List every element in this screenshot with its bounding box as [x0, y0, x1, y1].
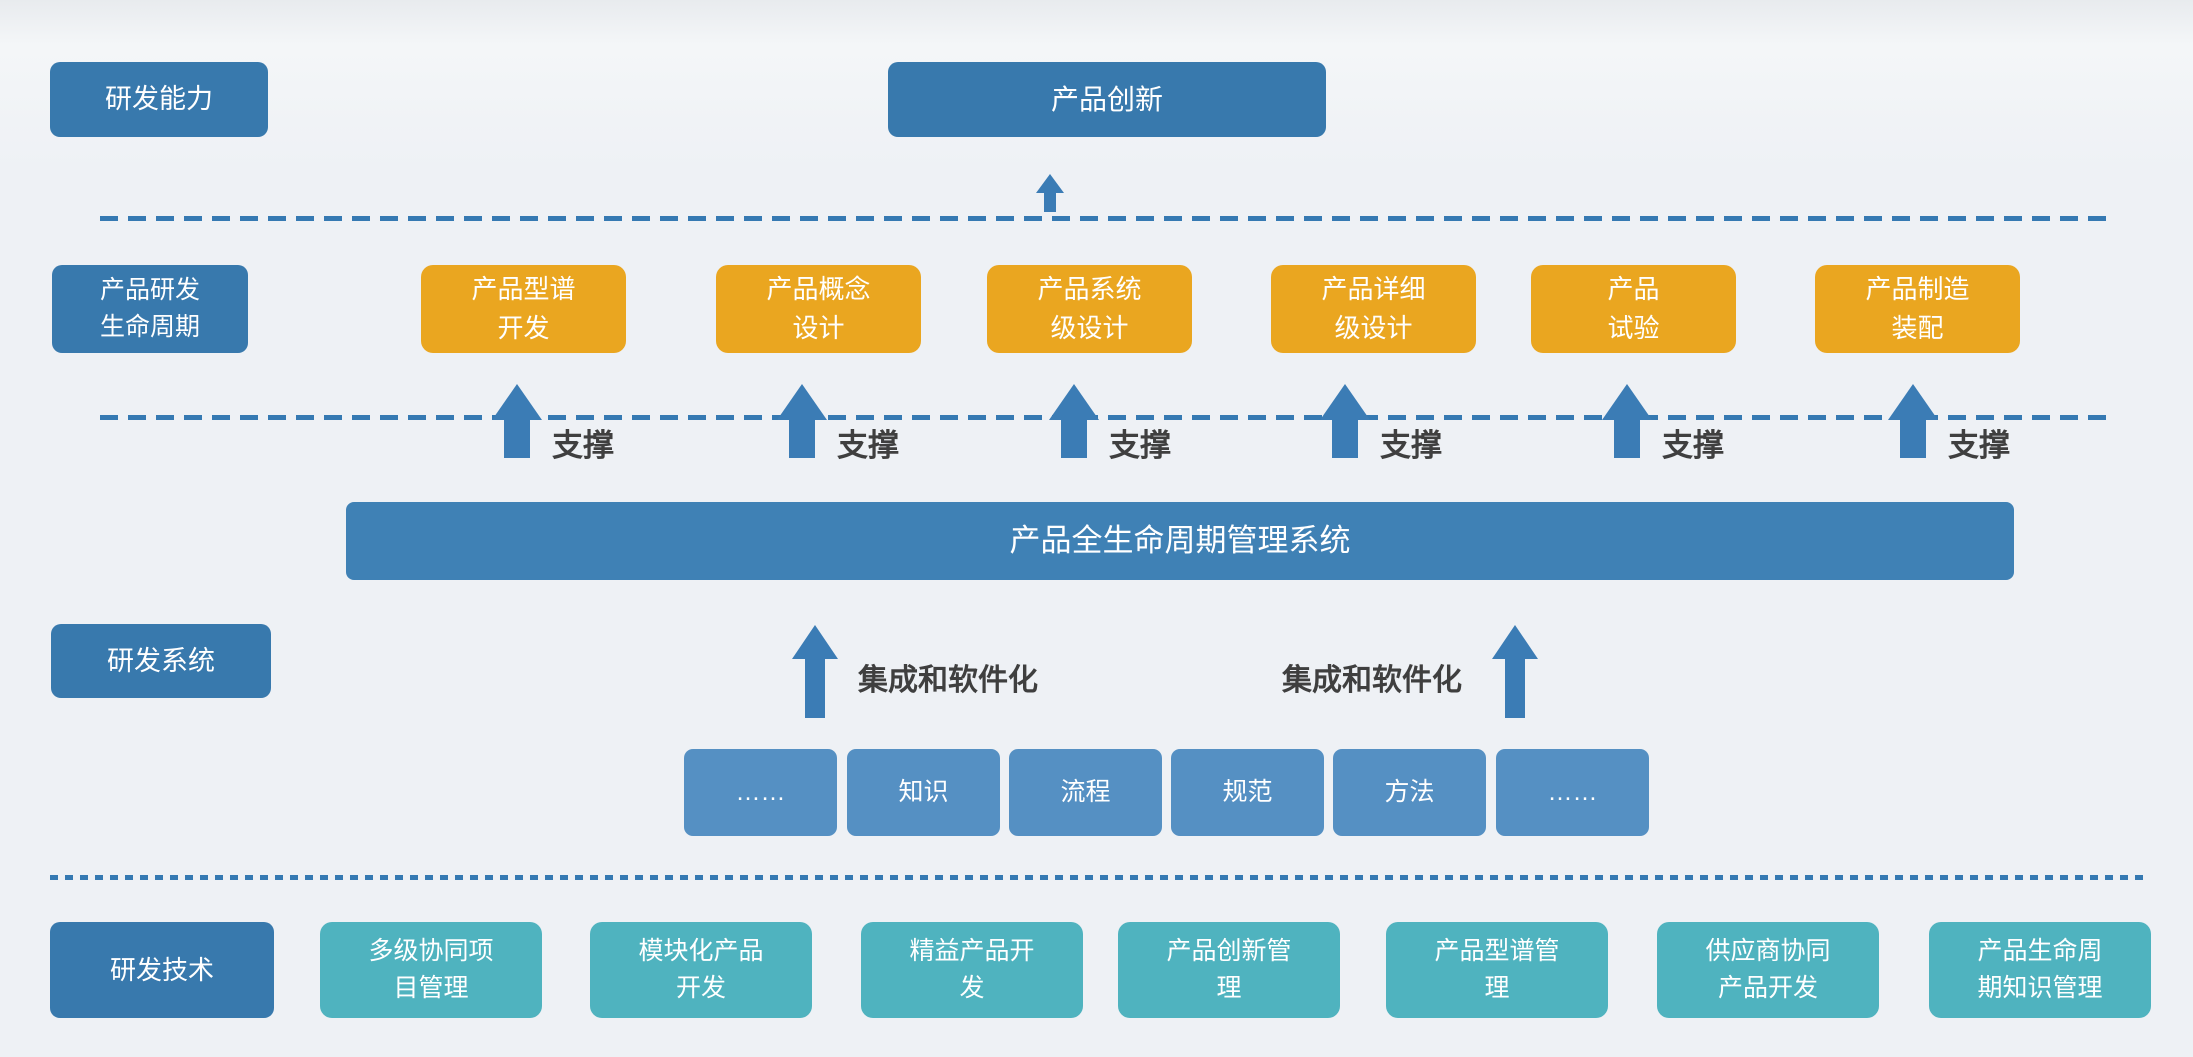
technology-side-label: 研发技术: [50, 922, 274, 1018]
arrow-shaft: [504, 420, 530, 458]
divider-dotted-bottom: [50, 875, 2148, 880]
arrow-shaft: [1505, 659, 1525, 718]
stage-box-spectrum-development: 产品型谱 开发: [421, 265, 626, 353]
arrow-head: [1888, 384, 1938, 420]
arrow-shaft: [1044, 193, 1056, 212]
integration-label: 集成和软件化: [1282, 664, 1462, 697]
stage-box-detail-design: 产品详细 级设计: [1271, 265, 1476, 353]
system-side-label: 研发系统: [51, 624, 271, 698]
support-label: 支撑: [1662, 428, 1724, 463]
arrow-shaft: [789, 420, 815, 458]
support-up-arrow-icon: [492, 384, 542, 458]
support-up-arrow-icon: [1320, 384, 1370, 458]
tech-box-lifecycle-knowledge-management: 产品生命周 期知识管理: [1929, 922, 2151, 1018]
tech-box-product-spectrum-management: 产品型谱管 理: [1386, 922, 1608, 1018]
arrow-head: [1602, 384, 1652, 420]
tech-box-modular-product-development: 模块化产品 开发: [590, 922, 812, 1018]
tech-box-multilevel-project-management: 多级协同项 目管理: [320, 922, 542, 1018]
support-up-arrow-icon: [1049, 384, 1099, 458]
product-innovation-box: 产品创新: [888, 62, 1326, 137]
element-box-ellipsis: ……: [684, 749, 837, 836]
support-label: 支撑: [1948, 428, 2010, 463]
arrow-head: [777, 384, 827, 420]
tech-box-supplier-collaborative-development: 供应商协同 产品开发: [1657, 922, 1879, 1018]
element-box-process: 流程: [1009, 749, 1162, 836]
element-box-knowledge: 知识: [847, 749, 1000, 836]
support-label: 支撑: [552, 428, 614, 463]
element-box-standard: 规范: [1171, 749, 1324, 836]
plm-system-bar: 产品全生命周期管理系统: [346, 502, 2014, 580]
arrow-head: [1036, 174, 1064, 193]
arrow-head: [1320, 384, 1370, 420]
arrow-shaft: [805, 659, 825, 718]
arrow-shaft: [1061, 420, 1087, 458]
arrow-head: [492, 384, 542, 420]
arrow-shaft: [1614, 420, 1640, 458]
element-box-ellipsis: ……: [1496, 749, 1649, 836]
stage-box-system-design: 产品系统 级设计: [987, 265, 1192, 353]
support-up-arrow-icon: [1888, 384, 1938, 458]
support-label: 支撑: [837, 428, 899, 463]
capability-side-label: 研发能力: [50, 62, 268, 137]
up-arrow-icon: [1036, 174, 1064, 212]
stage-box-concept-design: 产品概念 设计: [716, 265, 921, 353]
arrow-shaft: [1332, 420, 1358, 458]
arrow-shaft: [1900, 420, 1926, 458]
arrow-head: [1492, 625, 1538, 659]
arrow-head: [1049, 384, 1099, 420]
stage-box-manufacturing-assembly: 产品制造 装配: [1815, 265, 2020, 353]
arrow-head: [792, 625, 838, 659]
support-up-arrow-icon: [777, 384, 827, 458]
integration-up-arrow-icon: [1492, 625, 1538, 718]
support-label: 支撑: [1109, 428, 1171, 463]
support-up-arrow-icon: [1602, 384, 1652, 458]
lifecycle-side-label: 产品研发 生命周期: [52, 265, 248, 353]
divider-dashed-top: [100, 216, 2116, 221]
element-box-method: 方法: [1333, 749, 1486, 836]
stage-box-testing: 产品 试验: [1531, 265, 1736, 353]
support-label: 支撑: [1380, 428, 1442, 463]
integration-label: 集成和软件化: [858, 664, 1038, 697]
integration-up-arrow-icon: [792, 625, 838, 718]
divider-dashed-middle: [100, 415, 2116, 420]
tech-box-product-innovation-management: 产品创新管 理: [1118, 922, 1340, 1018]
tech-box-lean-product-development: 精益产品开 发: [861, 922, 1083, 1018]
